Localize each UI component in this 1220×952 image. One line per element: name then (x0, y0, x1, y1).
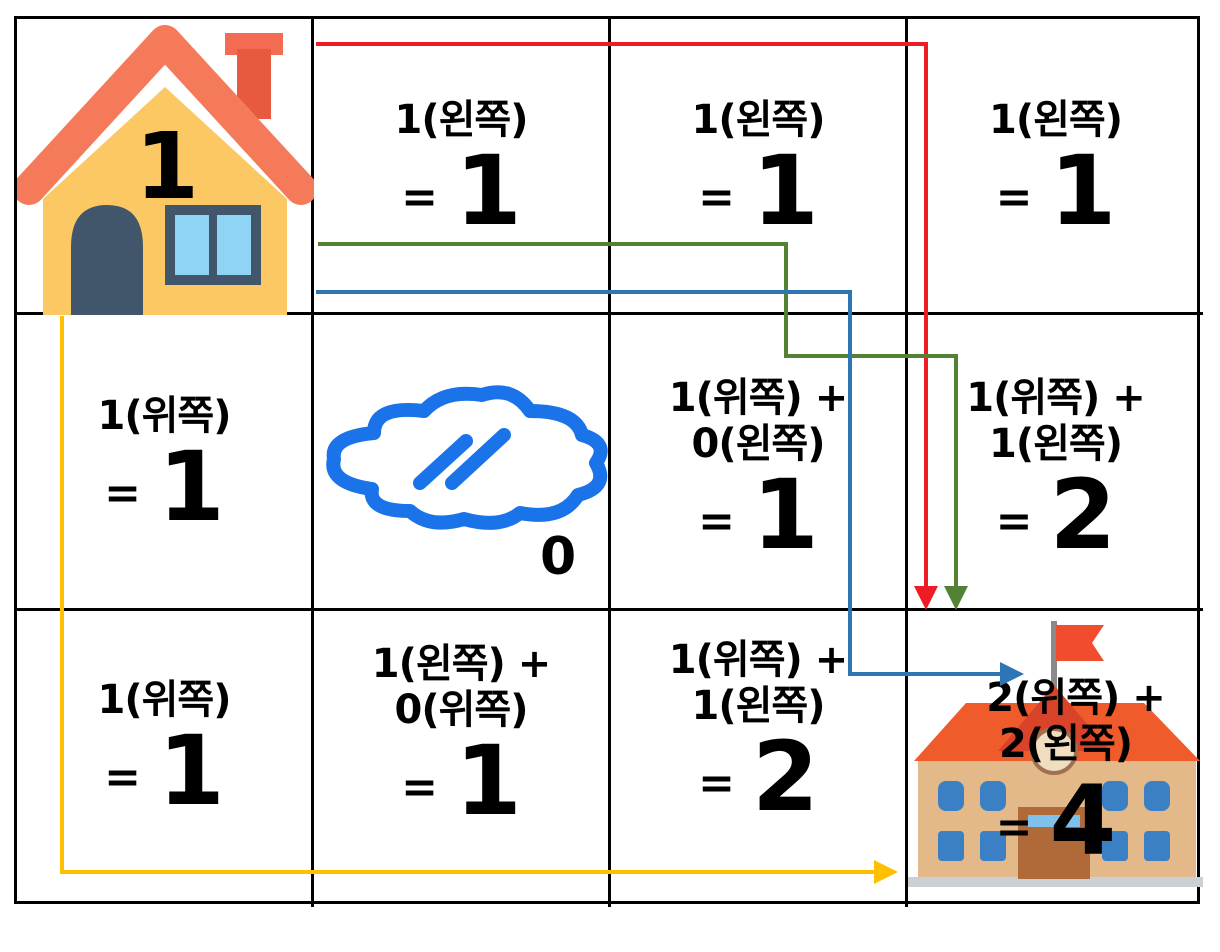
equals-sign: = (995, 495, 1033, 547)
home-value: 1 (135, 113, 200, 220)
cell-r2c0: 1(위쪽) =1 (17, 611, 314, 907)
equals-sign: = (401, 761, 438, 813)
cell-result: 1 (158, 715, 225, 827)
equals-sign: = (104, 751, 141, 803)
cell-expression-1: 2(위쪽) + (986, 675, 1165, 721)
cell-expression: 1(왼쪽) (989, 97, 1123, 143)
puddle-value: 0 (540, 527, 577, 587)
equals-sign: = (698, 171, 735, 223)
cell-r2c2: 1(위쪽) + 1(왼쪽) =2 (611, 611, 908, 907)
cell-result: 1 (455, 725, 522, 837)
cell-r1c2: 1(위쪽) + 0(왼쪽) =1 (611, 315, 908, 611)
grid: 1 1(왼쪽) =1 1(왼쪽) =1 1(왼쪽) =1 1(위쪽) =1 0 (14, 16, 1203, 907)
cell-result: 1 (158, 431, 225, 543)
cell-r1c3: 1(위쪽) + 1(왼쪽) =2 (908, 315, 1203, 611)
cell-puddle: 0 (314, 315, 611, 611)
cell-expression-1: 1(위쪽) + (668, 375, 848, 421)
cell-expression-1: 1(왼쪽) + (371, 641, 551, 687)
cell-school: 2(위쪽) + 2(왼쪽) = 4 (908, 611, 1203, 907)
house-icon (17, 25, 314, 315)
cell-r1c0: 1(위쪽) =1 (17, 315, 314, 611)
cell-result: 1 (1049, 135, 1117, 247)
equals-sign: = (698, 757, 735, 809)
equals-sign: = (104, 467, 141, 519)
cell-result: 2 (1049, 459, 1117, 571)
equals-sign: = (401, 171, 438, 223)
equals-sign: = (995, 171, 1033, 223)
cell-expression-1: 1(위쪽) + (668, 637, 848, 683)
cell-expression-1: 1(위쪽) + (966, 375, 1145, 421)
cell-r0c1: 1(왼쪽) =1 (314, 19, 611, 315)
cell-r2c1: 1(왼쪽) + 0(위쪽) =1 (314, 611, 611, 907)
school-icon (908, 621, 1203, 887)
cell-result: 1 (752, 459, 819, 571)
cell-result: 4 (1049, 765, 1117, 877)
cell-result: 1 (752, 135, 819, 247)
cell-result: 2 (752, 721, 819, 833)
cell-result: 1 (455, 135, 522, 247)
equals-sign: = (995, 801, 1033, 853)
equals-sign: = (698, 495, 735, 547)
cell-home: 1 (17, 19, 314, 315)
cell-r0c3: 1(왼쪽) = 1 (908, 19, 1203, 315)
cell-r0c2: 1(왼쪽) =1 (611, 19, 908, 315)
cell-expression-2: 2(왼쪽) (999, 721, 1133, 767)
